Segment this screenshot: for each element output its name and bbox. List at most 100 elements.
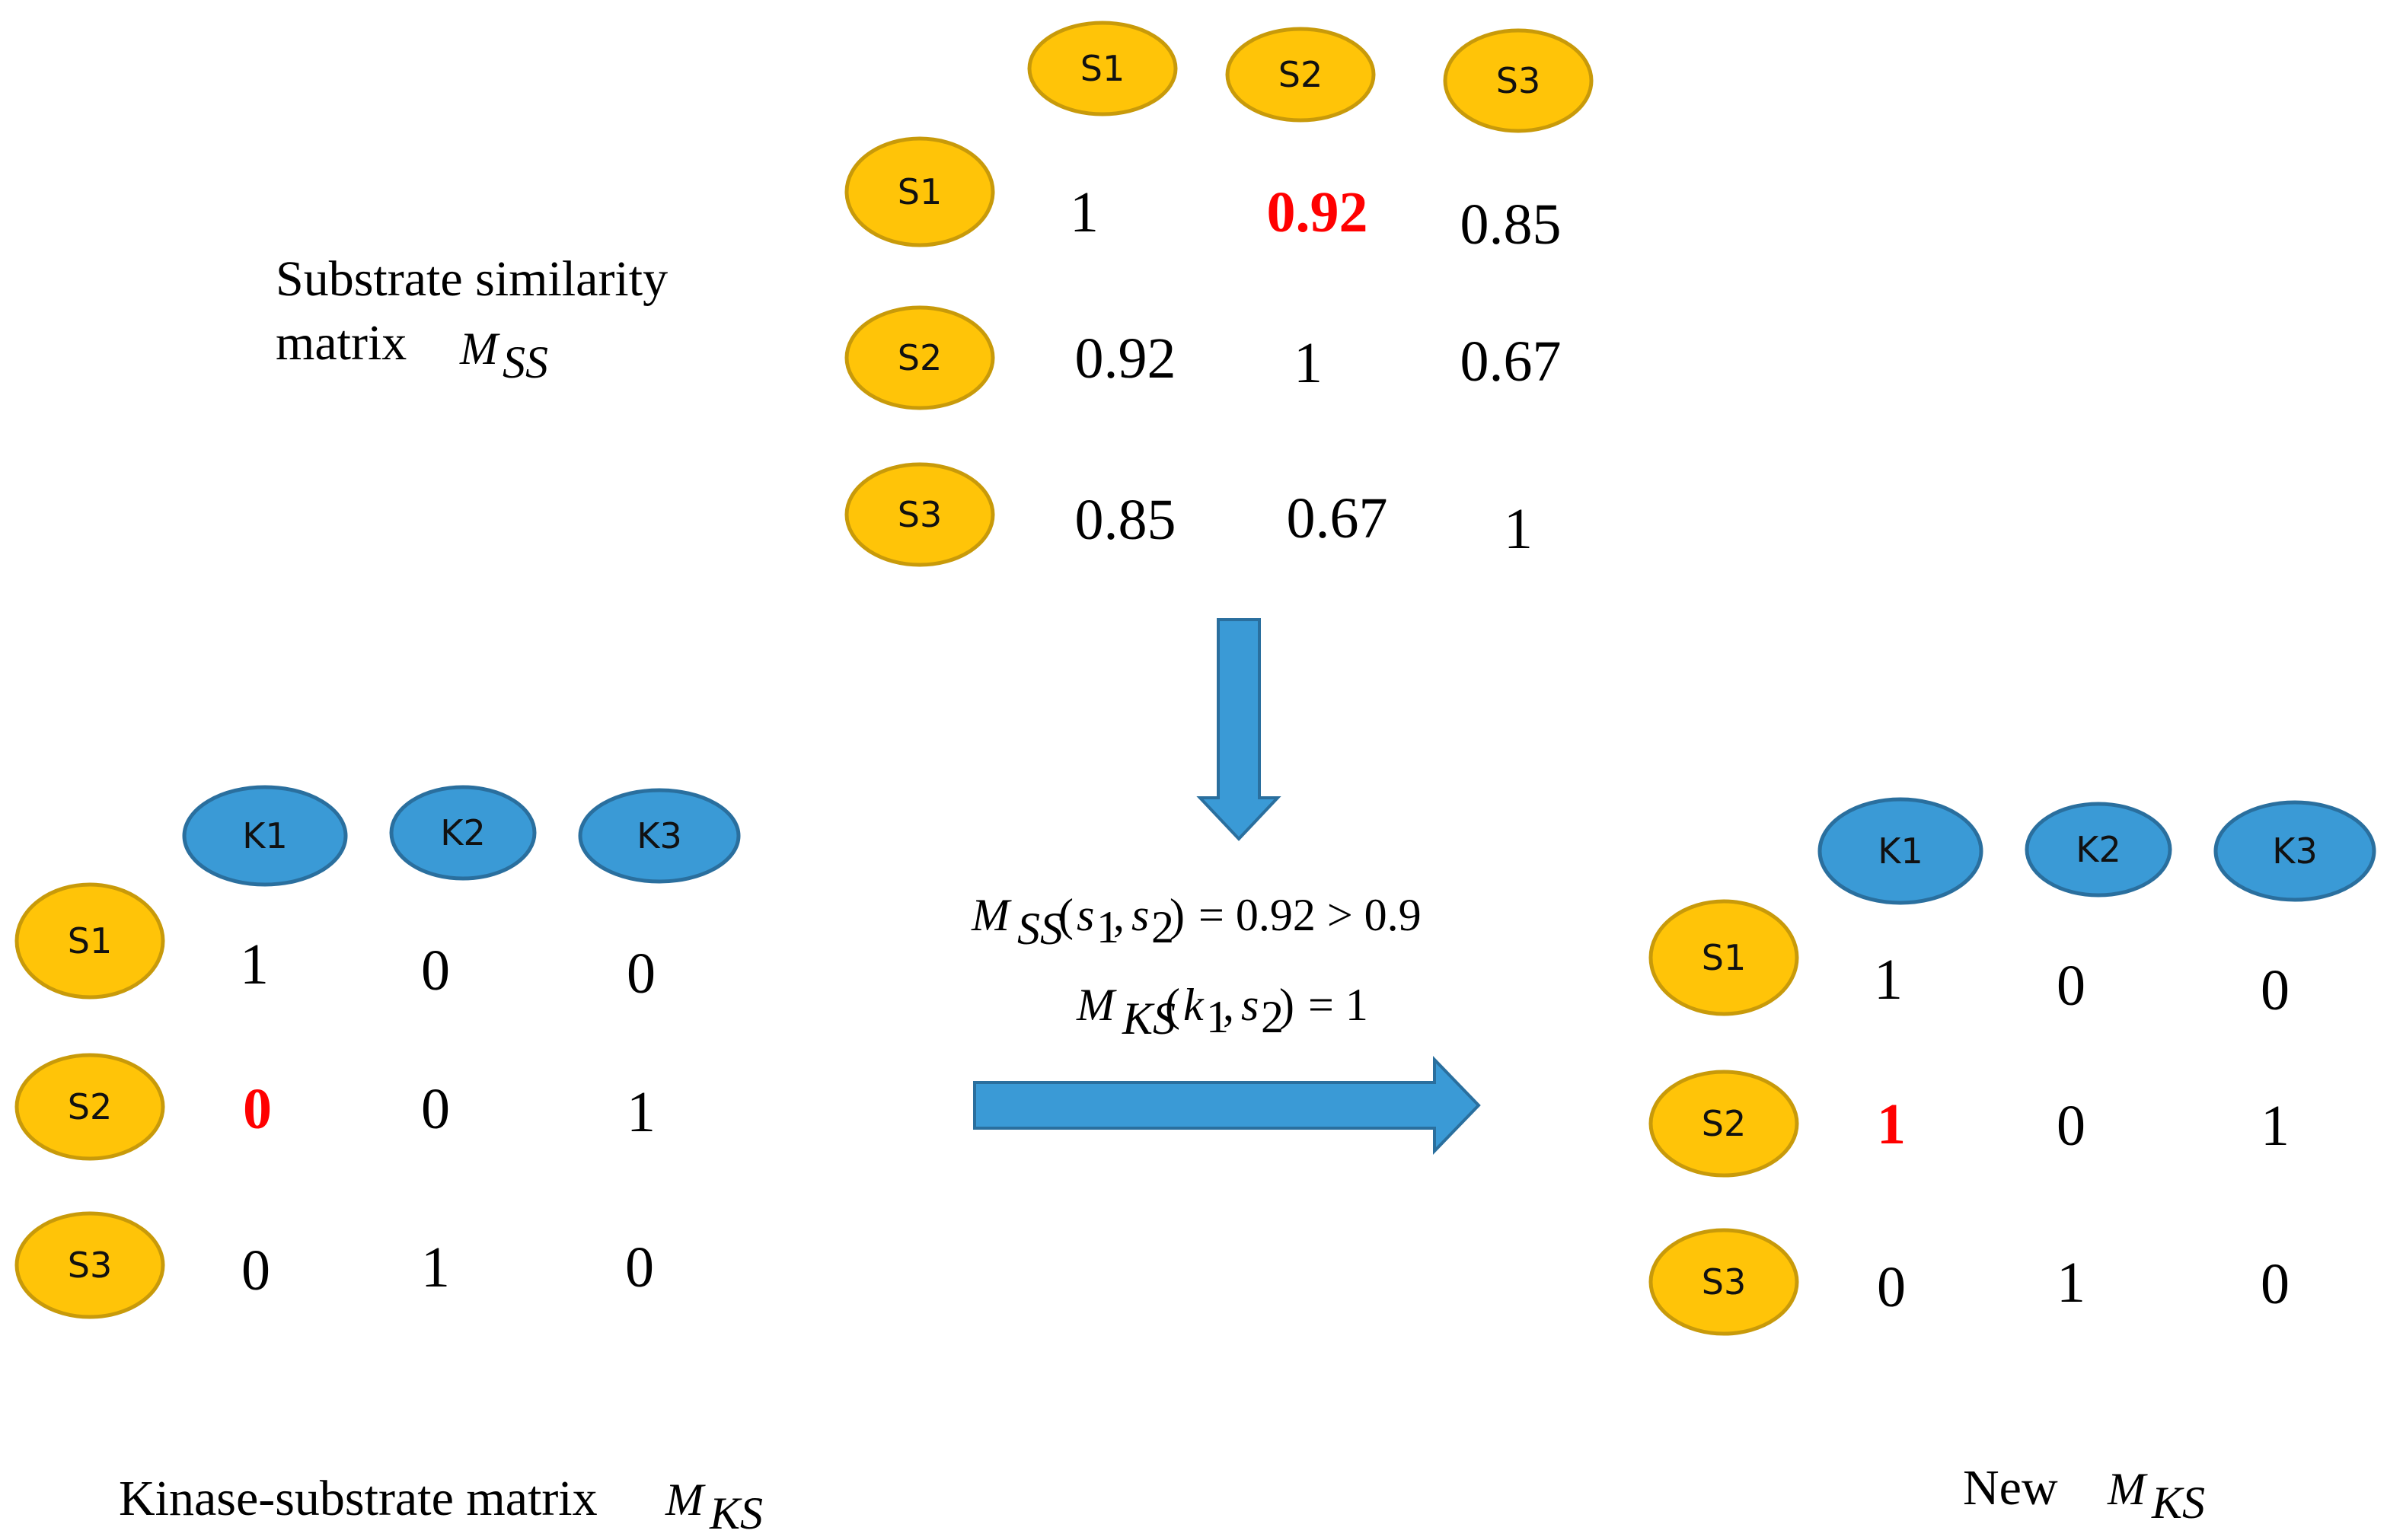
kinase-cell-r3-c1: 0 — [241, 1239, 270, 1302]
similarity-col-header-s3-label: S3 — [1496, 60, 1540, 101]
new-caption-symbol: M — [2107, 1464, 2148, 1514]
kinase-col-header-k3-label: K3 — [637, 815, 681, 856]
new-cell-r1-c1: 1 — [1874, 948, 1903, 1012]
similarity-row-header-s2: S2 — [844, 305, 995, 410]
kinase-row-header-s1: S1 — [14, 882, 165, 1000]
similarity-row-header-s3: S3 — [844, 462, 995, 567]
similarity-cell-r2-c1: 0.92 — [1075, 327, 1176, 391]
similarity-col-header-s2: S2 — [1225, 27, 1376, 123]
update-rule: M SS ( s 1 , s 2 ) = 0.92 > 0.9 M KS ( k… — [971, 890, 1422, 1044]
similarity-cell-r1-c3: 0.85 — [1460, 193, 1562, 257]
new-matrix: K1 K2 K3 S1 S2 S3 1 0 0 1 0 1 0 1 0 — [1648, 797, 2376, 1336]
rule-line2-symbol: M — [1076, 980, 1117, 1030]
similarity-row-header-s2-label: S2 — [898, 337, 942, 378]
rule-line1-arg1: s — [1077, 890, 1094, 940]
similarity-cell-r3-c2: 0.67 — [1287, 486, 1388, 550]
kinase-cell-r2-c2: 0 — [421, 1077, 450, 1141]
kinase-row-header-s3-label: S3 — [68, 1245, 112, 1286]
rule-line2-close-paren: ) — [1279, 980, 1294, 1030]
similarity-row-header-s1-label: S1 — [898, 171, 942, 212]
kinase-col-header-k2: K2 — [389, 785, 537, 881]
down-arrow — [1196, 618, 1281, 841]
similarity-cell-r2-c3: 0.67 — [1460, 330, 1562, 394]
new-cell-r3-c1: 0 — [1877, 1255, 1906, 1319]
new-col-header-k1: K1 — [1817, 797, 1983, 905]
rule-line1-open-paren: ( — [1058, 890, 1074, 940]
similarity-cell-r3-c1: 0.85 — [1075, 488, 1176, 552]
new-col-header-k1-label: K1 — [1878, 831, 1923, 872]
kinase-row-header-s3: S3 — [14, 1211, 165, 1319]
new-col-header-k3: K3 — [2213, 800, 2376, 902]
similarity-caption-line1: Substrate similarity — [276, 251, 668, 307]
rule-line2-open-paren: ( — [1165, 980, 1180, 1030]
new-row-header-s1: S1 — [1648, 899, 1799, 1016]
rule-line1-arg2-sub: 2 — [1151, 902, 1174, 952]
similarity-row-header-s1: S1 — [844, 136, 995, 247]
similarity-cell-r3-c3: 1 — [1504, 497, 1533, 561]
kinase-matrix: K1 K2 K3 S1 S2 S3 1 0 0 0 0 1 0 1 0 — [14, 785, 741, 1319]
kinase-cell-r3-c2: 1 — [421, 1236, 450, 1299]
kinase-cell-r2-c1: 0 — [243, 1077, 272, 1141]
new-col-header-k2-label: K2 — [2076, 829, 2121, 870]
kinase-cell-r3-c3: 0 — [625, 1236, 654, 1299]
new-cell-r1-c3: 0 — [2261, 958, 2290, 1022]
rule-line2-arg1: k — [1183, 980, 1205, 1030]
kinase-cell-r1-c2: 0 — [421, 939, 450, 1003]
rule-line2-arg2-sub: 2 — [1261, 992, 1284, 1042]
similarity-caption-symbol-sub: SS — [503, 337, 548, 387]
kinase-cell-r2-c3: 1 — [627, 1080, 656, 1144]
kinase-row-header-s1-label: S1 — [68, 920, 112, 961]
rule-line2-comma: , — [1223, 980, 1234, 1030]
new-row-header-s2-label: S2 — [1702, 1103, 1746, 1144]
rule-line2-symbol-sub: KS — [1122, 993, 1176, 1044]
similarity-caption: Substrate similarity matrix M SS — [276, 251, 668, 387]
new-cell-r2-c3: 1 — [2261, 1094, 2290, 1158]
similarity-caption-symbol: M — [459, 324, 500, 374]
new-col-header-k2: K2 — [2025, 802, 2172, 898]
similarity-caption-line2: matrix — [276, 315, 407, 371]
kinase-caption-text: Kinase-substrate matrix — [119, 1471, 598, 1526]
kinase-cell-r1-c3: 0 — [627, 942, 656, 1006]
kinase-row-header-s2: S2 — [14, 1053, 165, 1161]
new-col-header-k3-label: K3 — [2272, 831, 2317, 872]
kinase-col-header-k3: K3 — [578, 788, 741, 884]
rule-line1: M SS ( s 1 , s 2 ) = 0.92 > 0.9 — [971, 890, 1422, 954]
rule-line2-arg1-sub: 1 — [1206, 992, 1229, 1042]
right-arrow — [973, 1056, 1481, 1155]
kinase-caption: Kinase-substrate matrix M KS — [119, 1471, 763, 1538]
rule-line1-arg2: s — [1131, 890, 1149, 940]
similarity-matrix: S1 S2 S3 S1 S2 S3 1 0.92 0.85 0.92 1 0.6… — [844, 21, 1594, 567]
kinase-row-header-s2-label: S2 — [68, 1086, 112, 1127]
new-cell-r3-c3: 0 — [2261, 1252, 2290, 1316]
new-cell-r2-c1: 1 — [1877, 1092, 1906, 1156]
rule-line1-comma: , — [1113, 890, 1125, 940]
new-row-header-s1-label: S1 — [1702, 937, 1746, 978]
similarity-col-header-s1: S1 — [1027, 21, 1178, 116]
kinase-cell-r1-c1: 1 — [240, 933, 269, 996]
rule-line2-arg2: s — [1241, 980, 1259, 1030]
new-cell-r3-c2: 1 — [2057, 1251, 2085, 1315]
rule-line1-arg1-sub: 1 — [1096, 902, 1119, 952]
new-caption-text: New — [1963, 1460, 2058, 1516]
kinase-col-header-k1-label: K1 — [242, 815, 287, 856]
new-caption-symbol-sub: KS — [2151, 1478, 2205, 1528]
rule-line2: M KS ( k 1 , s 2 ) = 1 — [1076, 980, 1368, 1044]
similarity-cell-r1-c1: 1 — [1070, 180, 1099, 244]
rule-line1-symbol: M — [971, 890, 1012, 940]
new-row-header-s3: S3 — [1648, 1228, 1799, 1336]
similarity-cell-r1-c2: 0.92 — [1267, 180, 1368, 244]
rule-line1-symbol-sub: SS — [1017, 904, 1063, 954]
new-cell-r2-c2: 0 — [2057, 1094, 2085, 1158]
similarity-col-header-s1-label: S1 — [1080, 48, 1125, 89]
rule-line1-close-paren: ) — [1170, 890, 1185, 940]
kinase-caption-symbol-sub: KS — [709, 1488, 763, 1538]
new-cell-r1-c2: 0 — [2057, 954, 2085, 1018]
kinase-caption-symbol: M — [665, 1475, 706, 1525]
new-row-header-s2: S2 — [1648, 1070, 1799, 1178]
rule-line2-relation: = 1 — [1308, 980, 1368, 1030]
similarity-col-header-s3: S3 — [1443, 28, 1594, 133]
similarity-row-header-s3-label: S3 — [898, 494, 942, 535]
rule-line1-relation: = 0.92 > 0.9 — [1198, 890, 1422, 940]
similarity-col-header-s2-label: S2 — [1278, 54, 1323, 95]
